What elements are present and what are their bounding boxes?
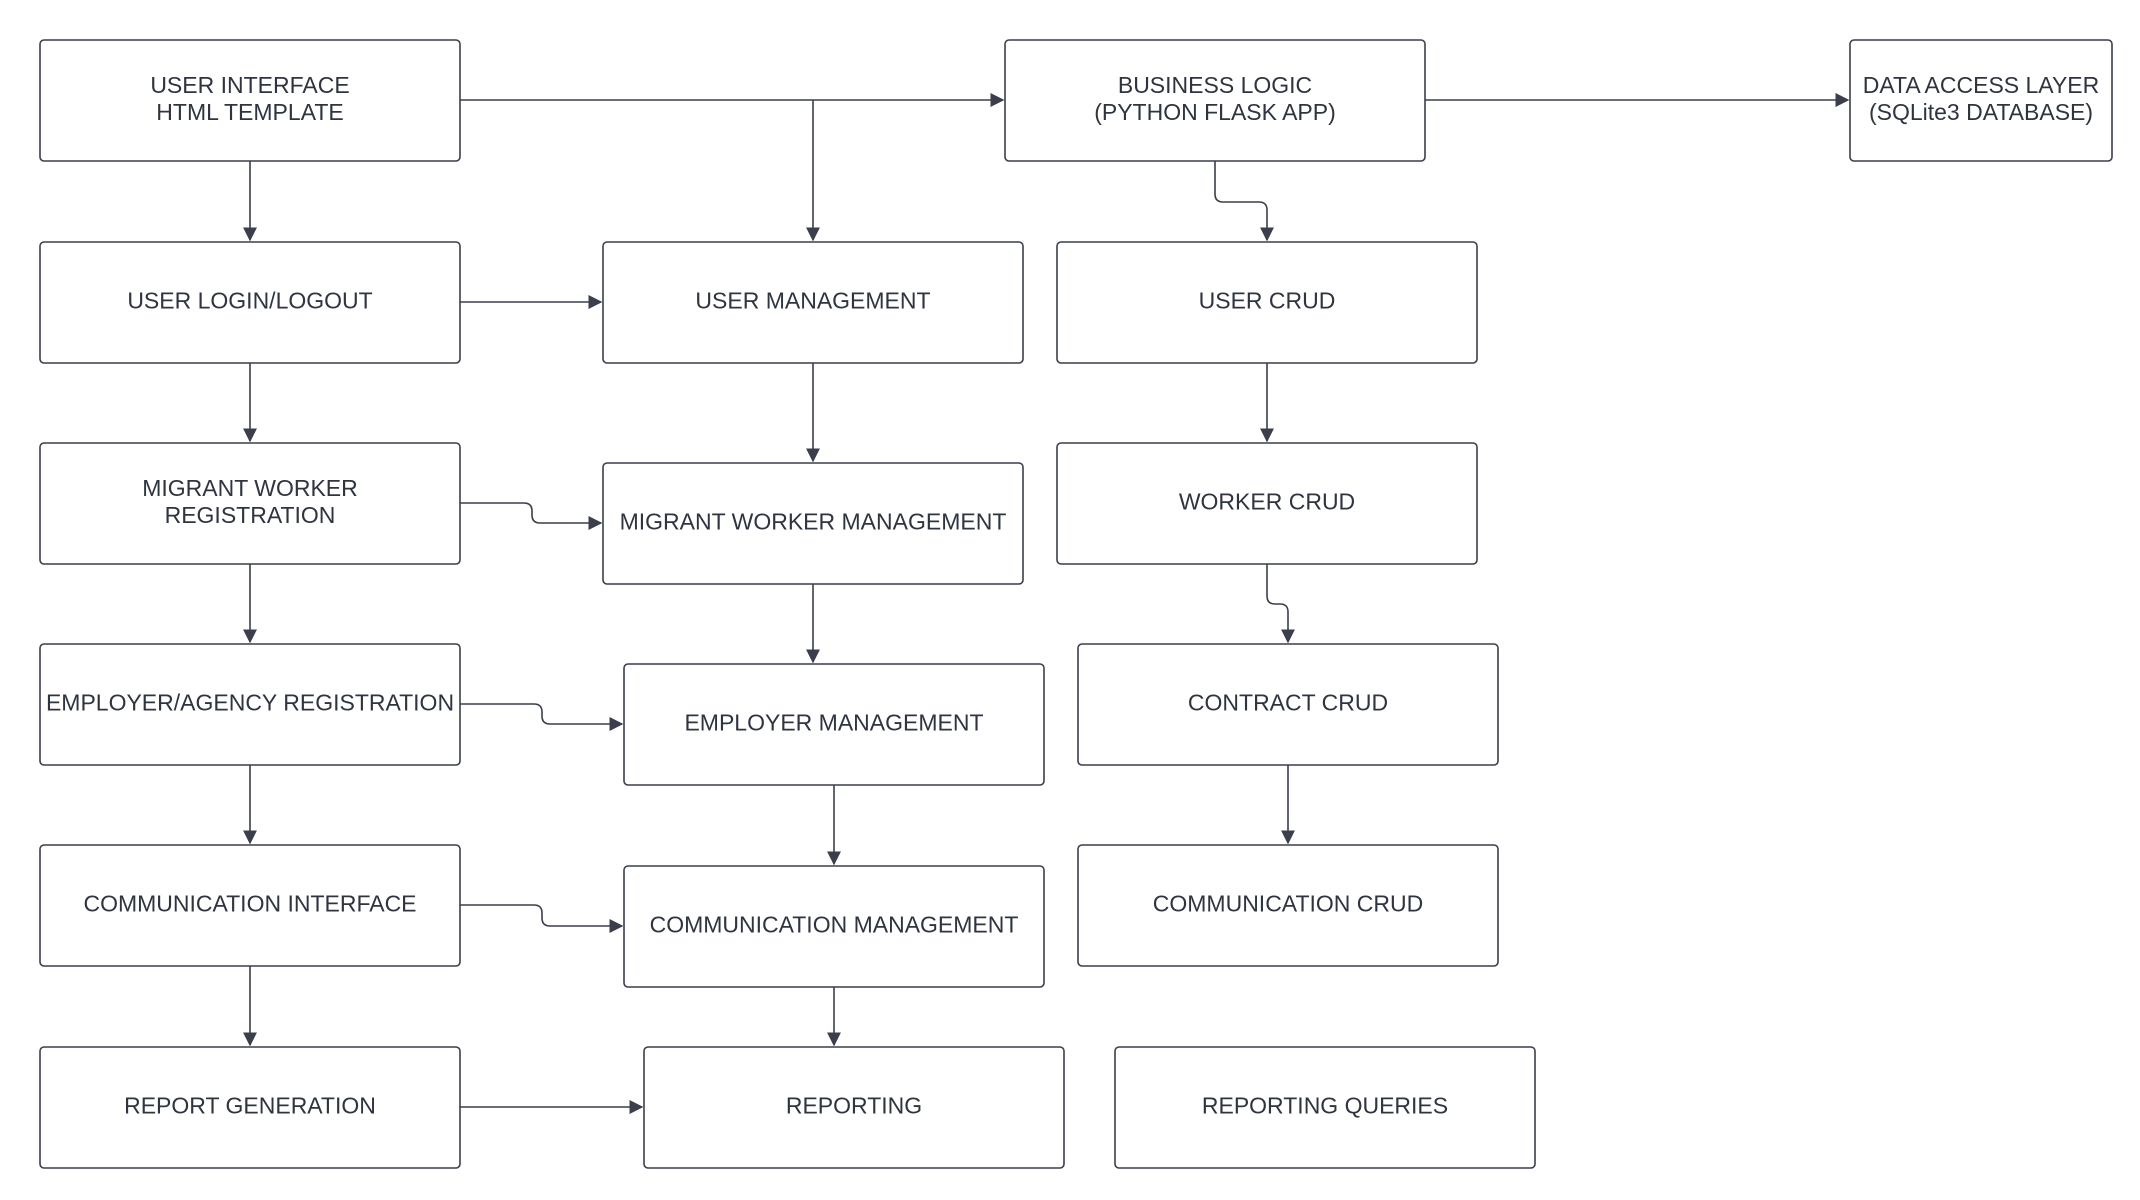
node-label: (SQLite3 DATABASE) [1869, 99, 2093, 125]
node-dal: DATA ACCESS LAYER(SQLite3 DATABASE) [1849, 39, 2113, 162]
node-label: COMMUNICATION MANAGEMENT [650, 912, 1019, 938]
node-label: EMPLOYER MANAGEMENT [684, 710, 983, 736]
node-box [1056, 442, 1478, 565]
node-box [39, 643, 461, 766]
node-label: REPORTING [786, 1093, 922, 1119]
connector-wcrud-to-ccrud [1266, 564, 1295, 644]
node-reporting: REPORTING [643, 1046, 1065, 1169]
node-label: MIGRANT WORKER [142, 475, 358, 501]
node-box [1077, 844, 1499, 967]
node-label: DATA ACCESS LAYER [1863, 72, 2099, 98]
node-box [39, 442, 461, 565]
node-comcrud: COMMUNICATION CRUD [1077, 844, 1499, 967]
node-box [1077, 643, 1499, 766]
node-repq: REPORTING QUERIES [1114, 1046, 1536, 1169]
node-empreg: EMPLOYER/AGENCY REGISTRATION [39, 643, 461, 766]
node-box [623, 663, 1045, 786]
node-box [602, 462, 1024, 585]
node-label: REGISTRATION [165, 502, 336, 528]
node-umgmt: USER MANAGEMENT [602, 241, 1024, 364]
node-label: USER LOGIN/LOGOUT [127, 288, 372, 314]
node-repgen: REPORT GENERATION [39, 1046, 461, 1169]
node-box [39, 241, 461, 364]
node-box [39, 1046, 461, 1169]
node-ucrud: USER CRUD [1056, 241, 1478, 364]
node-label: USER CRUD [1199, 288, 1336, 314]
node-mwmgmt: MIGRANT WORKER MANAGEMENT [602, 462, 1024, 585]
node-box [1849, 39, 2113, 162]
node-comif: COMMUNICATION INTERFACE [39, 844, 461, 967]
node-commgmt: COMMUNICATION MANAGEMENT [623, 865, 1045, 988]
node-label: BUSINESS LOGIC [1118, 72, 1312, 98]
node-box [1004, 39, 1426, 162]
node-box [623, 865, 1045, 988]
connector-comif-to-commgmt [460, 904, 624, 933]
node-label: CONTRACT CRUD [1188, 690, 1388, 716]
node-label: (PYTHON FLASK APP) [1094, 99, 1336, 125]
node-box [643, 1046, 1065, 1169]
node-box [39, 39, 461, 162]
connector-layer [243, 93, 1850, 1114]
node-label: REPORTING QUERIES [1202, 1093, 1448, 1119]
connector-mwreg-to-mwmgmt [460, 502, 603, 530]
node-label: COMMUNICATION CRUD [1153, 891, 1423, 917]
node-ccrud: CONTRACT CRUD [1077, 643, 1499, 766]
node-box [39, 844, 461, 967]
node-label: MIGRANT WORKER MANAGEMENT [620, 509, 1007, 535]
node-label: REPORT GENERATION [124, 1093, 376, 1119]
node-empmgmt: EMPLOYER MANAGEMENT [623, 663, 1045, 786]
node-box [602, 241, 1024, 364]
node-login: USER LOGIN/LOGOUT [39, 241, 461, 364]
node-wcrud: WORKER CRUD [1056, 442, 1478, 565]
node-bl: BUSINESS LOGIC(PYTHON FLASK APP) [1004, 39, 1426, 162]
node-box [1114, 1046, 1536, 1169]
connector-bl-to-ucrud [1214, 161, 1274, 242]
node-label: EMPLOYER/AGENCY REGISTRATION [46, 690, 454, 716]
node-box [1056, 241, 1478, 364]
node-label: HTML TEMPLATE [156, 99, 343, 125]
connector-empreg-to-empmgmt [460, 703, 624, 731]
node-label: WORKER CRUD [1179, 489, 1355, 515]
node-label: COMMUNICATION INTERFACE [83, 891, 416, 917]
node-label: USER INTERFACE [150, 72, 349, 98]
node-label: USER MANAGEMENT [695, 288, 930, 314]
